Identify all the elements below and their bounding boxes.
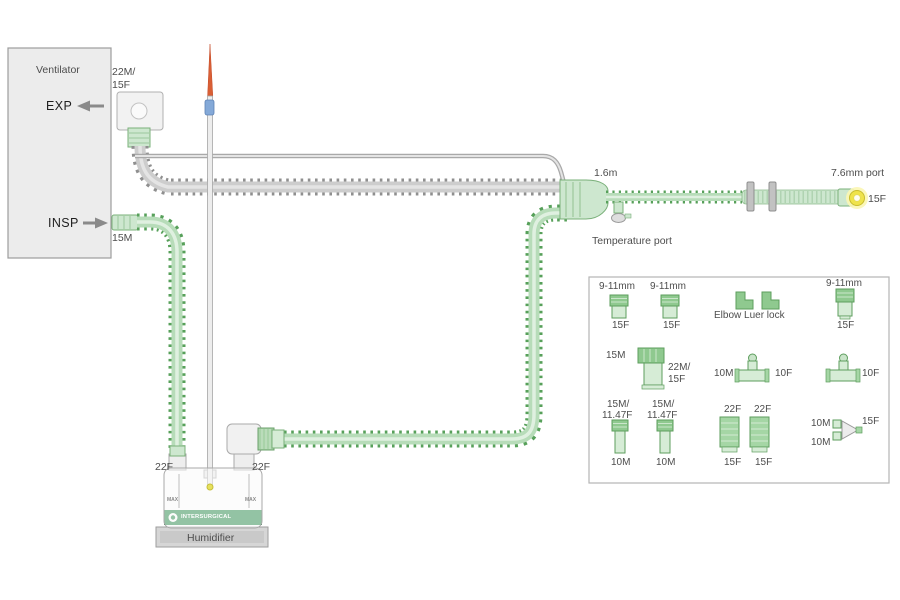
legend-connector-icon-2 — [660, 294, 680, 319]
legend-mount1-top-label: 22F — [724, 404, 742, 415]
legend-cone-left-top-label: 10M — [811, 418, 831, 429]
temperature-probe — [204, 43, 215, 487]
legend-mount2-top-label: 22F — [754, 404, 772, 415]
humidifier-outlet-elbow — [226, 423, 285, 455]
legend-mount2-bottom-label: 15F — [755, 457, 773, 468]
legend-conn1-top2-label: 11.47F — [602, 410, 633, 421]
insp-port-connector — [111, 214, 139, 231]
temperature-cable — [135, 153, 567, 184]
inspiratory-tube-insp-to-humidifier — [137, 213, 186, 450]
legend-conn1-top1-label: 15M/ — [607, 399, 630, 410]
legend-elbow-luer-label: Elbow Luer lock — [714, 310, 785, 321]
patient-port-size-label: 15F — [868, 193, 887, 205]
legend-straight-connector-icon-1 — [611, 419, 629, 454]
legend-tpiece2-right-label: 10F — [862, 368, 880, 379]
legend-elbow-luer-icon-1 — [735, 291, 754, 310]
legend-item3-top-label: 9-11mm — [826, 278, 862, 289]
temperature-port — [611, 201, 632, 223]
legend-cone-adapter-icon — [832, 419, 863, 441]
legend-elbow-luer-icon-2 — [761, 291, 780, 310]
tube-length-label: 1.6m — [594, 167, 618, 179]
legend-conn2-top2-label: 11.47F — [647, 410, 678, 421]
legend-mount-icon-2 — [749, 416, 770, 453]
legend-conn2-bottom-label: 10M — [656, 457, 676, 468]
exp-port-size-line2: 15F — [112, 79, 131, 91]
legend-item2-bottom-label: 15F — [663, 320, 681, 331]
humidifier-brand-label: INTERSURGICAL — [181, 513, 232, 520]
legend-connector-icon-1 — [609, 294, 629, 319]
legend-mount1-bottom-label: 15F — [724, 457, 742, 468]
humidifier-label: Humidifier — [187, 532, 235, 544]
patient-port-label: 7.6mm port — [831, 167, 885, 179]
humidifier-outlet-size-label: 22F — [252, 461, 271, 473]
insp-port-size: 15M — [112, 232, 133, 244]
exp-arrow-icon — [77, 100, 104, 112]
legend-elbow22-right2-label: 15F — [668, 374, 686, 385]
legend-cone-right-label: 15F — [862, 416, 880, 427]
humidifier-max-left-label: MAX — [167, 497, 179, 503]
wye-connector — [559, 179, 609, 220]
legend-item3-bottom-label: 15F — [837, 320, 855, 331]
legend-tpiece1-left-label: 10M — [714, 368, 734, 379]
insp-arrow-icon — [83, 217, 108, 229]
legend-item1-bottom-label: 15F — [612, 320, 630, 331]
legend-tpiece-icon-1 — [734, 353, 770, 383]
humidifier-chamber — [163, 467, 263, 529]
legend-item1-top-label: 9-11mm — [599, 281, 635, 292]
temperature-port-label: Temperature port — [592, 235, 672, 247]
legend-conn2-top1-label: 15M/ — [652, 399, 675, 410]
legend-tpiece1-right-label: 10F — [775, 368, 793, 379]
legend-mount-icon-1 — [719, 416, 740, 453]
inspiratory-tube-humidifier-to-wye — [284, 204, 568, 448]
legend-connector-icon-3 — [835, 288, 855, 320]
legend-conn1-bottom-label: 10M — [611, 457, 631, 468]
patient-limb-tube — [606, 189, 843, 205]
humidifier-base — [155, 526, 269, 548]
insp-label: INSP — [48, 216, 79, 230]
patient-connector-cap — [837, 187, 868, 209]
legend-elbow22-left-label: 15M — [606, 350, 626, 361]
expiratory-tube — [131, 145, 562, 196]
legend-straight-connector-icon-2 — [656, 419, 674, 454]
legend-tpiece-icon-2 — [825, 353, 861, 383]
exp-port-size-line1: 22M/ — [112, 66, 136, 78]
legend-elbow22-right1-label: 22M/ — [668, 362, 691, 373]
legend-elbow22-icon — [637, 347, 665, 390]
ventilator-title: Ventilator — [36, 64, 80, 76]
exp-port-elbow — [116, 91, 164, 148]
humidifier-max-right-label: MAX — [245, 497, 257, 503]
humidifier-inlet-size-label: 22F — [155, 461, 174, 473]
legend-cone-left-bottom-label: 10M — [811, 437, 831, 448]
legend-item2-top-label: 9-11mm — [650, 281, 686, 292]
flange-rings — [746, 181, 777, 212]
exp-label: EXP — [46, 99, 73, 113]
